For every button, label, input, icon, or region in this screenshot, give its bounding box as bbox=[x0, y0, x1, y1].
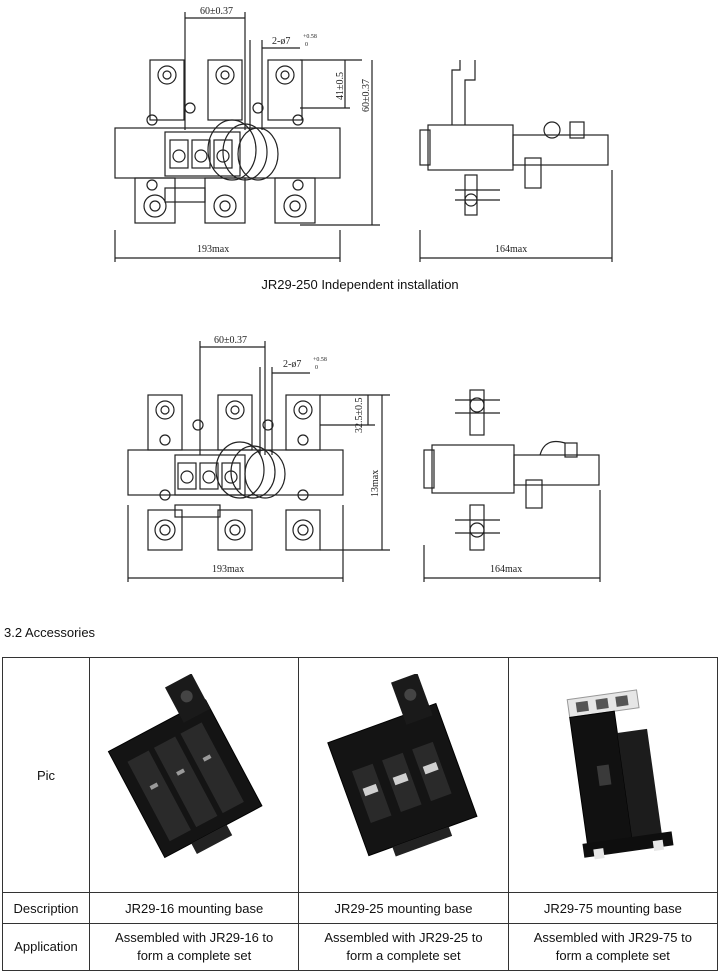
application-line: Assembled with JR29-16 to bbox=[115, 930, 274, 945]
dim-width-side: 164max bbox=[495, 244, 527, 255]
technical-drawing-1: 60±0.37 2-ø7 +0.58 0 41±0.5 60±0.37 193m… bbox=[114, 6, 613, 262]
description-cell: JR29-75 mounting base bbox=[507, 892, 719, 924]
mounting-base-25-image bbox=[327, 672, 479, 856]
dim-hole-tol-zero: 0 bbox=[305, 42, 308, 48]
application-cell: Assembled with JR29-16 to form a complet… bbox=[88, 923, 300, 971]
application-line: form a complete set bbox=[346, 948, 461, 963]
dim-width-front: 193max bbox=[197, 244, 229, 255]
dim-width-front: 193max bbox=[212, 564, 244, 575]
dim-hole-tol-plus: +0.58 bbox=[303, 34, 317, 40]
dim-hole: 2-ø7 bbox=[283, 359, 301, 370]
terminal-plate bbox=[207, 59, 243, 121]
pic-jr29-16-mounting-base bbox=[88, 657, 300, 893]
application-line: form a complete set bbox=[137, 948, 252, 963]
dim-height-outer: 60±0.37 bbox=[361, 79, 372, 112]
mounting-base-16-image bbox=[107, 672, 263, 858]
dim-hole-tol-plus: +0.58 bbox=[313, 357, 327, 363]
section-title: 3.2 Accessories bbox=[4, 625, 96, 640]
drawing-caption: JR29-250 Independent installation bbox=[261, 277, 459, 292]
table-row-description: Description JR29-16 mounting base JR29-2… bbox=[2, 892, 719, 924]
application-cell: Assembled with JR29-75 to form a complet… bbox=[507, 923, 719, 971]
application-line: form a complete set bbox=[555, 948, 670, 963]
drawing-jr29-250-second: 60±0.37 2-ø7 +0.58 0 32.5±0.5 13max 193m… bbox=[0, 325, 720, 590]
accessories-table: Pic bbox=[2, 657, 719, 971]
dim-hole: 2-ø7 bbox=[272, 36, 290, 47]
dim-height-outer: 13max bbox=[370, 470, 381, 497]
table-row-application: Application Assembled with JR29-16 to fo… bbox=[2, 923, 719, 971]
table-row-pic: Pic bbox=[2, 657, 719, 893]
dim-width-side: 164max bbox=[490, 564, 522, 575]
side-view-body bbox=[427, 124, 514, 171]
application-line: Assembled with JR29-25 to bbox=[324, 930, 483, 945]
dim-height-inner: 32.5±0.5 bbox=[354, 398, 365, 434]
description-cell: JR29-25 mounting base bbox=[298, 892, 509, 924]
pic-jr29-75-mounting-base bbox=[507, 657, 719, 893]
row-label-application: Application bbox=[2, 923, 90, 971]
pic-jr29-25-mounting-base bbox=[298, 657, 509, 893]
base-body bbox=[114, 127, 341, 179]
technical-drawing-2: 60±0.37 2-ø7 +0.58 0 32.5±0.5 13max 193m… bbox=[127, 335, 601, 582]
dim-top-spacing: 60±0.37 bbox=[200, 6, 233, 17]
application-cell: Assembled with JR29-25 to form a complet… bbox=[298, 923, 509, 971]
terminal-plate bbox=[149, 59, 185, 121]
application-line: Assembled with JR29-75 to bbox=[533, 930, 692, 945]
row-label-pic: Pic bbox=[2, 657, 90, 893]
terminal-plate bbox=[267, 59, 303, 121]
dim-hole-tol-zero: 0 bbox=[315, 365, 318, 371]
dim-height-inner: 41±0.5 bbox=[335, 72, 346, 100]
dim-top-spacing: 60±0.37 bbox=[214, 335, 247, 346]
description-cell: JR29-16 mounting base bbox=[88, 892, 300, 924]
row-label-description: Description bbox=[2, 892, 90, 924]
mounting-base-75-image bbox=[566, 688, 674, 859]
drawing-jr29-250-independent: 60±0.37 2-ø7 +0.58 0 41±0.5 60±0.37 193m… bbox=[0, 0, 720, 270]
